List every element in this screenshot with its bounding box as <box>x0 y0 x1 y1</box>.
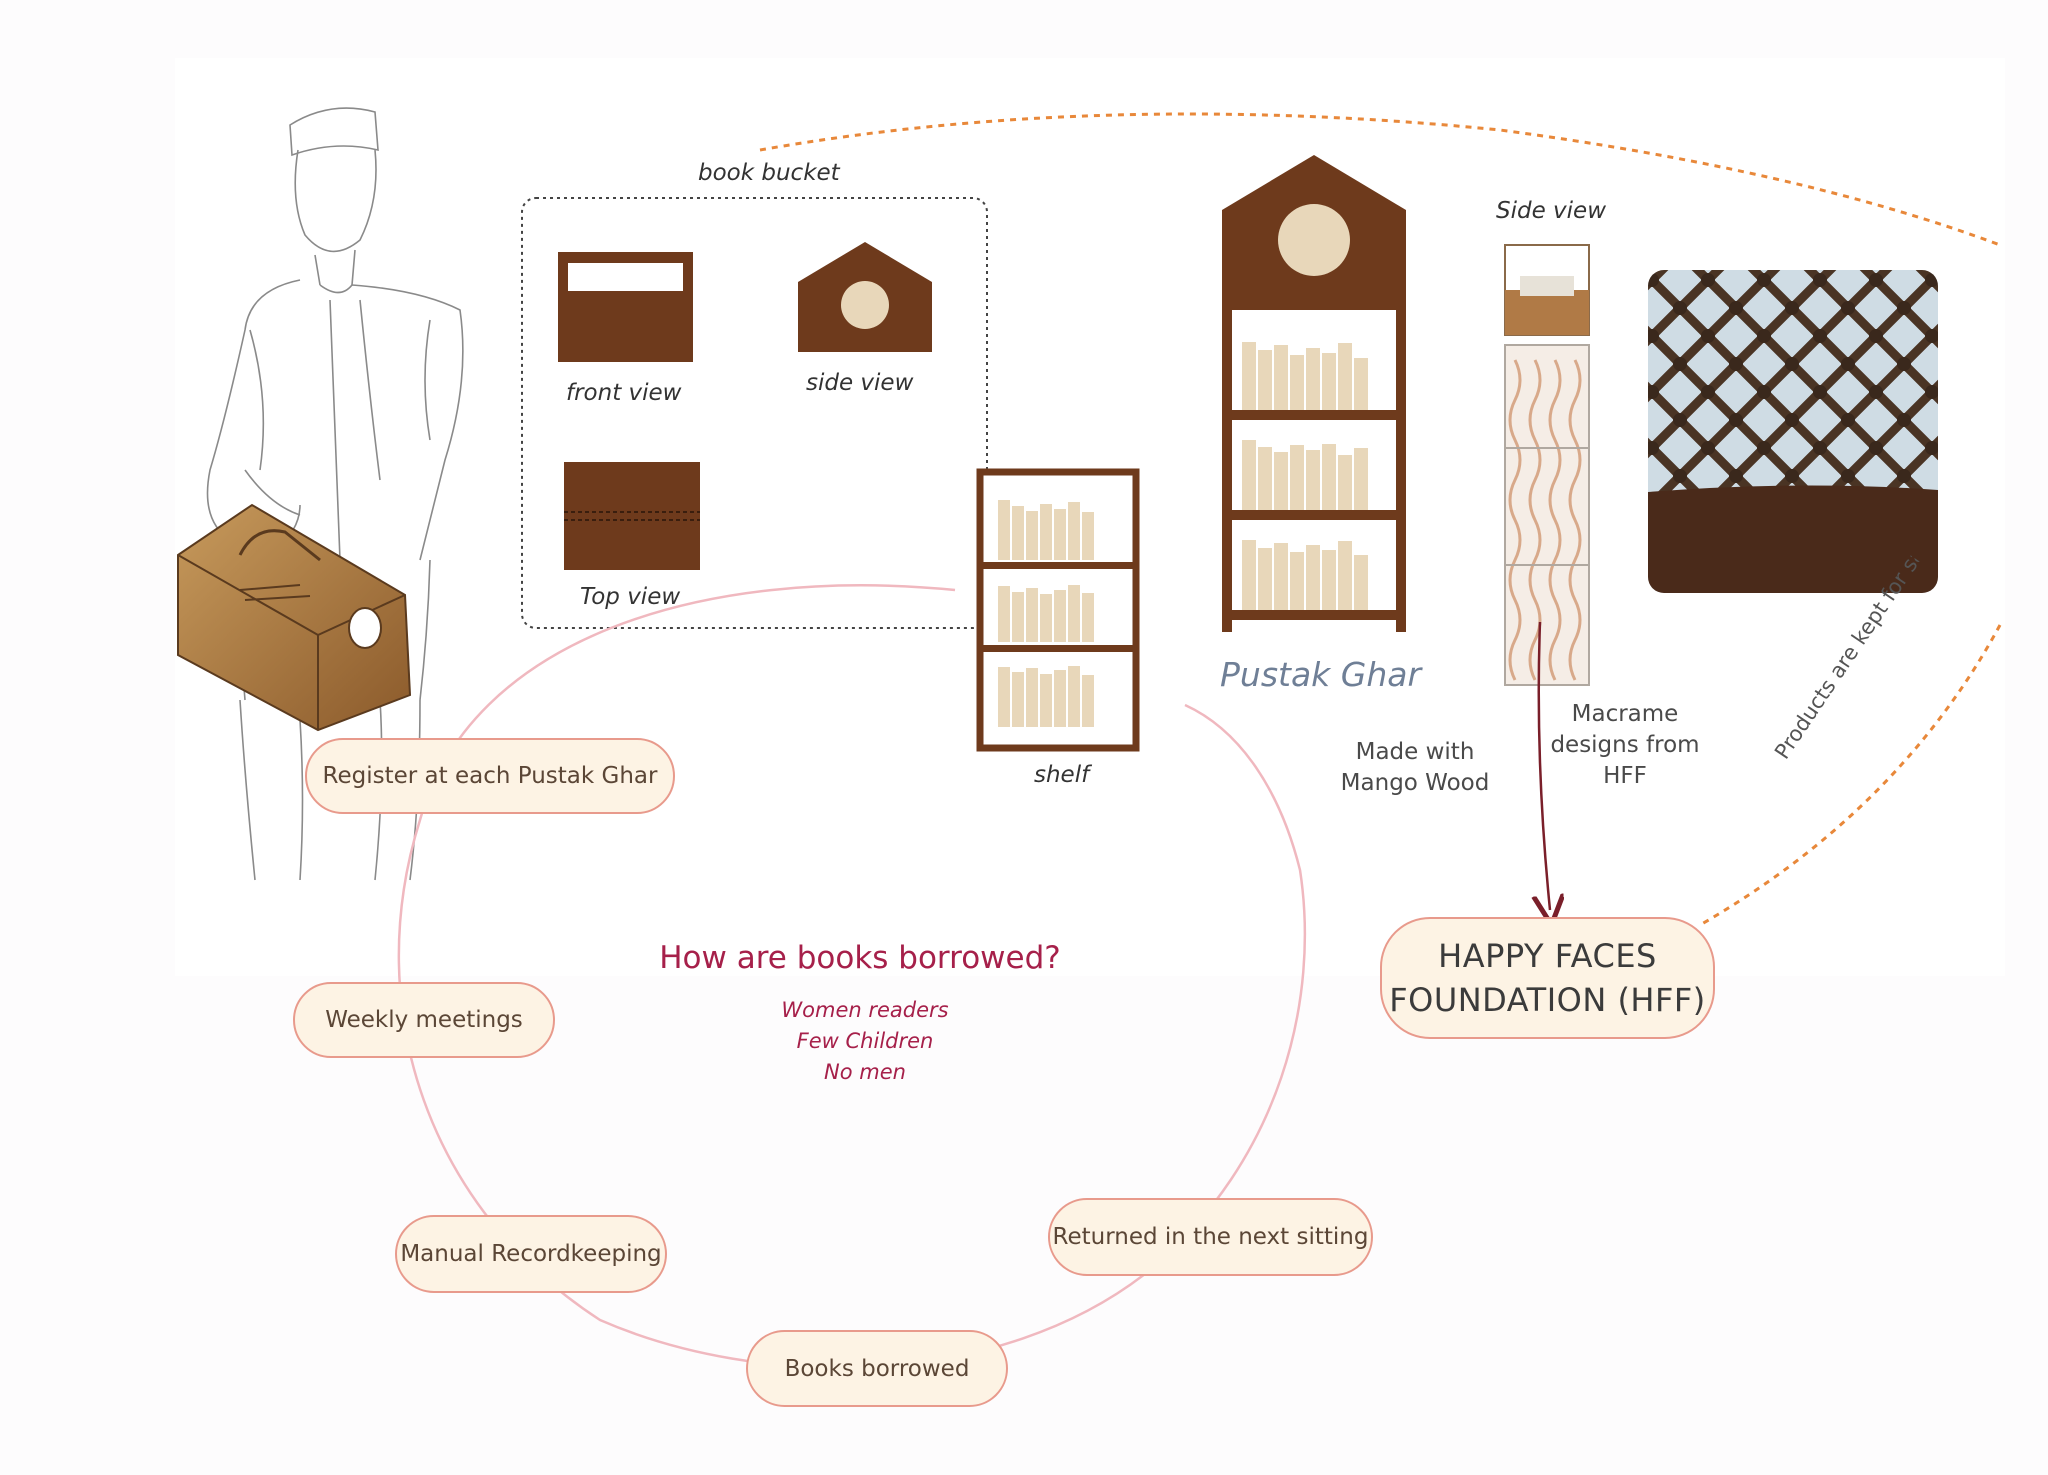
step-books-borrowed: Books borrowed <box>746 1330 1008 1407</box>
step-register: Register at each Pustak Ghar <box>305 738 675 814</box>
reader-women: Women readers <box>781 998 949 1022</box>
reader-children: Few Children <box>796 1029 934 1053</box>
step-manual-recordkeeping: Manual Recordkeeping <box>395 1215 667 1293</box>
mango-wood-note: Made with Mango Wood <box>1340 739 1490 796</box>
hff-line-1: HAPPY FACES <box>1438 937 1657 975</box>
bucket-frame <box>521 197 988 629</box>
shelf-label: shelf <box>1034 762 1090 788</box>
side-view-shelf-label: Side view <box>1496 198 1607 224</box>
bucket-title: book bucket <box>698 160 840 186</box>
side-view-label: side view <box>806 370 914 396</box>
cycle-title: How are books borrowed? <box>659 940 1061 976</box>
step-returned: Returned in the next sitting <box>1048 1198 1373 1276</box>
reader-men: No men <box>824 1060 906 1084</box>
step-weekly-meetings: Weekly meetings <box>293 982 555 1058</box>
pustak-ghar-label: Pustak Ghar <box>1220 655 1422 694</box>
bucket-side-view <box>798 242 932 352</box>
front-view-label: front view <box>566 380 682 406</box>
products-dashed-arc <box>759 112 2002 927</box>
macrame-to-hff-arrow <box>1539 621 1550 910</box>
carried-book-bucket <box>177 503 412 732</box>
bucket-top-view <box>564 462 700 570</box>
hff-line-2: FOUNDATION (HFF) <box>1389 981 1706 1019</box>
top-view-label: Top view <box>580 584 681 610</box>
macrame-side-view <box>1504 244 1590 686</box>
hff-node: HAPPY FACES FOUNDATION (HFF) <box>1380 917 1715 1039</box>
small-shelf <box>976 468 1140 752</box>
pustak-ghar-shelf <box>1222 155 1406 632</box>
macrame-note: Macrame designs from HFF <box>1550 701 1700 789</box>
bucket-front-view <box>558 252 693 362</box>
macrame-photo <box>1648 270 1938 593</box>
cycle-circle <box>397 584 1307 1369</box>
